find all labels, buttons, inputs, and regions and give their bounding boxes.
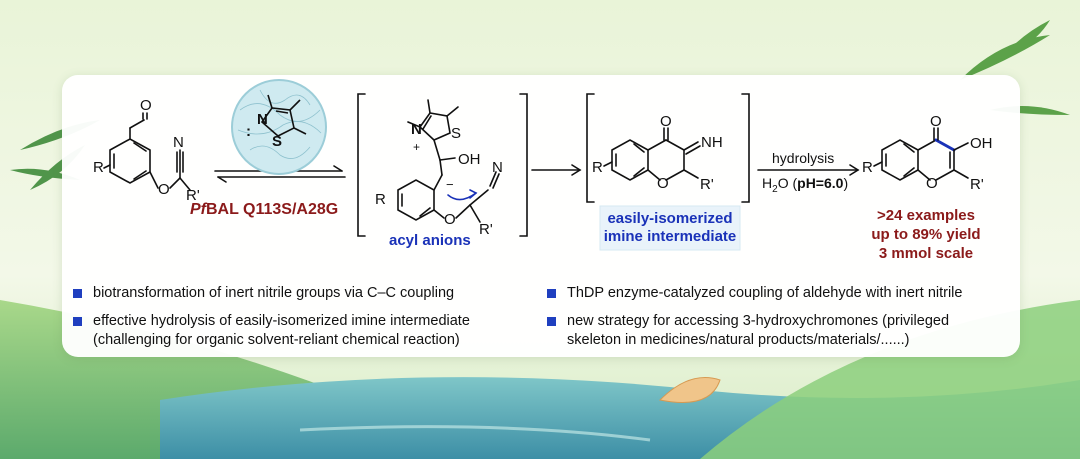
acyl-r: R xyxy=(375,191,386,208)
acyl-minus: − xyxy=(446,177,454,192)
bullet-right-1: ThDP enzyme-catalyzed coupling of aldehy… xyxy=(547,284,962,303)
bracket-right-1 xyxy=(519,93,528,237)
product-carbonyl-o: O xyxy=(930,113,942,130)
bullet-square-icon xyxy=(547,289,556,298)
acyl-n: N xyxy=(411,121,422,138)
sm-benzene-ring xyxy=(109,138,151,184)
condition-hydrolysis: hydrolysis xyxy=(772,150,835,166)
enzyme-name: PfBAL Q113S/A28G xyxy=(190,201,339,218)
results-block: >24 examples up to 89% yield 3 mmol scal… xyxy=(856,206,996,263)
bullet-square-icon xyxy=(547,317,556,326)
acyl-anions-label: acyl anions xyxy=(389,232,471,249)
bullet-square-icon xyxy=(73,289,82,298)
acyl-o: O xyxy=(444,211,456,228)
imine-r: R xyxy=(592,159,603,176)
acyl-s: S xyxy=(451,125,462,142)
imine-nh: NH xyxy=(701,134,723,151)
imine-label-highlight xyxy=(599,205,741,251)
result-examples: >24 examples xyxy=(877,207,975,224)
sm-ether-o: O xyxy=(158,181,170,198)
sm-rprime: R' xyxy=(186,187,200,204)
content-panel xyxy=(62,75,1020,357)
imine-rprime: R' xyxy=(700,176,714,193)
leaf-boat-icon xyxy=(658,377,721,403)
imine-label: easily-isomerized imine intermediate xyxy=(603,210,737,245)
product-ring-o: O xyxy=(926,175,938,192)
acyl-oh: OH xyxy=(458,151,481,168)
sm-aldehyde-o: O xyxy=(140,97,152,114)
imine-carbonyl-o: O xyxy=(660,113,672,130)
bullet-right-2: new strategy for accessing 3-hydroxychro… xyxy=(547,312,949,350)
water-ripple xyxy=(299,425,651,442)
sm-nitrile-n: N xyxy=(173,134,184,151)
condition-water-ph: H2O (pH=6.0) xyxy=(762,175,849,195)
result-yield: up to 89% yield xyxy=(871,226,981,243)
bullet-square-icon xyxy=(73,317,82,326)
product-oh: OH xyxy=(970,135,993,152)
thdp-n: N xyxy=(257,111,268,128)
acyl-rprime: R' xyxy=(479,221,493,238)
acyl-nitrile-n: N xyxy=(492,159,503,176)
thdp-carbene-colon: : xyxy=(246,123,251,140)
result-scale: 3 mmol scale xyxy=(878,245,974,262)
bracket-left-1 xyxy=(357,93,366,237)
bullet-left-1: biotransformation of inert nitrile group… xyxy=(73,284,454,303)
sm-r-label: R xyxy=(93,159,104,176)
acyl-plus: + xyxy=(413,140,421,154)
imine-ring-o: O xyxy=(657,175,669,192)
product-r: R xyxy=(862,159,873,176)
bullet-left-2: effective hydrolysis of easily-isomerize… xyxy=(73,312,470,350)
thdp-s: S xyxy=(272,133,283,150)
product-rprime: R' xyxy=(970,176,984,193)
